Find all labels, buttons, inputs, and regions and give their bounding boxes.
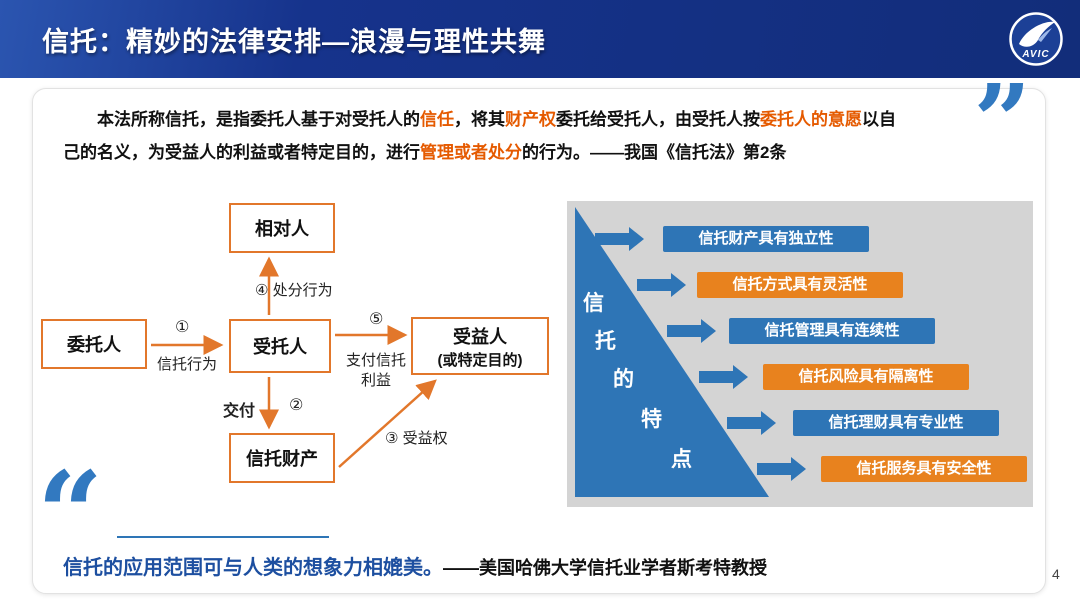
triangle-char: 的 — [613, 368, 634, 391]
feature-item: 信托理财具有专业性 — [793, 410, 999, 436]
triangle-char: 信 — [583, 292, 604, 315]
intro-seg: 的行为。——我国《信托法》第2条 — [522, 143, 787, 163]
step4-label: ④ 处分行为 — [255, 282, 333, 299]
step2-label: 交付 — [223, 403, 256, 420]
feature-item: 信托管理具有连续性 — [729, 318, 935, 344]
box-trust-property: 信托财产 — [229, 433, 335, 483]
opening-quote-icon: “ — [37, 457, 104, 537]
intro-seg-highlight: 委托人的意愿 — [760, 110, 862, 129]
intro-seg: 委托给受托人，由受托人按 — [556, 110, 760, 129]
footer-quote-main: 信托的应用范围可与人类的想象力相媲美。 — [63, 557, 443, 579]
box-beneficiary: 受益人 (或特定目的) — [411, 317, 549, 375]
intro-seg: ，将其 — [454, 110, 505, 129]
box-trustee: 受托人 — [229, 319, 331, 373]
box-counterparty: 相对人 — [229, 203, 335, 253]
intro-seg-highlight: 信任 — [420, 110, 454, 129]
box-settlor: 委托人 — [41, 319, 147, 369]
arrow-property-to-beneficiary — [338, 379, 437, 468]
feature-arrow-icon — [667, 319, 716, 343]
trust-law-definition: 本法所称信托，是指委托人基于对受托人的信任，将其财产权委托给受托人，由受托人按委… — [63, 103, 909, 169]
intro-seg: 以自己的名义，为受益人的利益或者特定目的，进行 — [63, 110, 896, 163]
feature-item: 信托服务具有安全性 — [821, 456, 1027, 482]
intro-seg-highlight: 管理或者处分 — [420, 143, 522, 163]
page-number: 4 — [1052, 566, 1060, 582]
closing-quote-icon: ” — [973, 71, 1031, 141]
step1-label: 信托行为 — [156, 356, 217, 373]
footer-quote: 信托的应用范围可与人类的想象力相媲美。——美国哈佛大学信托业学者斯考特教授 — [63, 551, 767, 580]
box-beneficiary-label: 受益人 — [453, 326, 507, 347]
step3-label: ③ 受益权 — [385, 430, 448, 447]
triangle-shape — [575, 207, 769, 497]
step5-label: 支付信托利益 — [345, 352, 406, 390]
footer-divider — [117, 536, 329, 538]
intro-seg: 本法所称信托，是指委托人基于对受托人的 — [97, 110, 420, 129]
box-beneficiary-sublabel: (或特定目的) — [437, 351, 523, 369]
page-title: 信托：精妙的法律安排—浪漫与理性共舞 — [42, 26, 546, 57]
box-settlor-label: 委托人 — [67, 335, 121, 355]
feature-item: 信托风险具有隔离性 — [763, 364, 969, 390]
triangle-char: 特 — [641, 408, 662, 431]
trust-features-panel: 信 托 的 特 点 信托财产具有独立性 信托方式具有灵活性 信托管理具有连续性 … — [567, 201, 1033, 507]
box-trust-property-label: 信托财产 — [246, 449, 318, 469]
feature-arrow-icon — [699, 365, 748, 389]
feature-arrow-icon — [757, 457, 806, 481]
feature-arrow-icon — [727, 411, 776, 435]
step1-number: ① — [175, 319, 190, 336]
avic-logo-text: AVIC — [1021, 49, 1049, 60]
feature-arrow-icon — [595, 227, 644, 251]
footer-quote-source: ——美国哈佛大学信托业学者斯考特教授 — [443, 558, 767, 578]
step2-number: ② — [289, 397, 304, 414]
intro-seg-highlight: 财产权 — [505, 110, 556, 129]
feature-item: 信托财产具有独立性 — [663, 226, 869, 252]
avic-logo-icon: AVIC — [1009, 12, 1063, 66]
triangle-char: 托 — [595, 330, 616, 353]
triangle-char: 点 — [671, 448, 692, 471]
box-trustee-label: 受托人 — [253, 337, 307, 357]
slide-header: 信托：精妙的法律安排—浪漫与理性共舞 AVIC — [0, 0, 1080, 78]
step5-number: ⑤ — [369, 311, 384, 328]
box-counterparty-label: 相对人 — [255, 219, 309, 239]
feature-item: 信托方式具有灵活性 — [697, 272, 903, 298]
feature-arrow-icon — [637, 273, 686, 297]
content-card: 本法所称信托，是指委托人基于对受托人的信任，将其财产权委托给受托人，由受托人按委… — [32, 71, 1046, 594]
